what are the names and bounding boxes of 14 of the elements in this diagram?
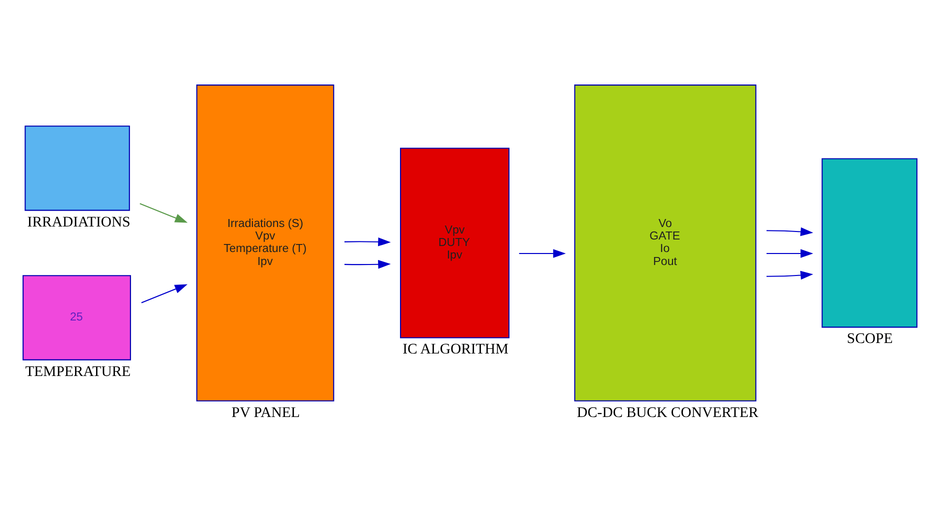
node-label: DC-DC BUCK CONVERTER (576, 404, 758, 420)
node-label: PV PANEL (232, 404, 300, 420)
arrow (141, 284, 188, 303)
node-label: IRRADIATIONS (27, 214, 130, 230)
arrow (766, 226, 814, 236)
arrow (344, 259, 391, 268)
arrow (766, 248, 814, 258)
arrow (344, 236, 391, 246)
node-label: TEMPERATURE (25, 363, 131, 380)
arrow (140, 202, 188, 222)
arrow (519, 248, 566, 258)
arrow (766, 270, 814, 280)
node-label: IC ALGORITHM (402, 341, 509, 358)
node-label: SCOPE (846, 330, 893, 347)
